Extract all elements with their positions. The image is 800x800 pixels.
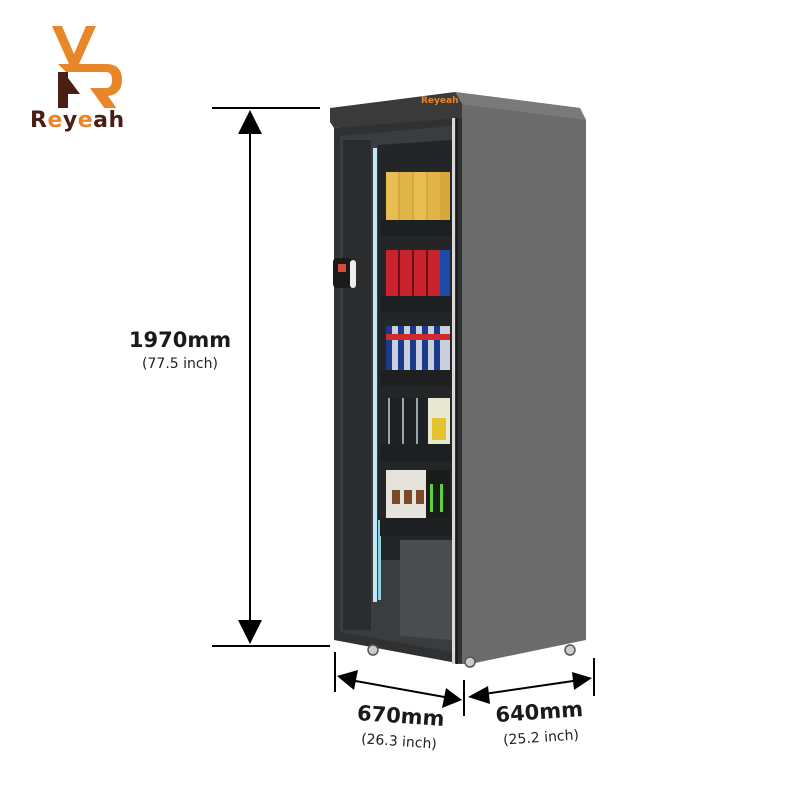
depth-dimension-line xyxy=(468,658,595,704)
depth-label: 640mm (25.2 inch) xyxy=(474,696,607,751)
logo-letter: y xyxy=(62,108,78,133)
height-mm: 1970mm xyxy=(128,328,232,352)
logo-mark-icon xyxy=(52,26,122,108)
shelf-1 xyxy=(380,172,452,236)
logo-wordmark: Reyeah xyxy=(30,108,125,133)
logo-letter: ah xyxy=(93,108,125,133)
cabinet: Reyeah xyxy=(330,92,586,668)
width-dimension-line xyxy=(334,652,465,716)
height-inch: (77.5 inch) xyxy=(142,356,218,372)
shelf-2 xyxy=(380,250,452,312)
shelf-5 xyxy=(380,470,452,536)
height-dimension-line xyxy=(212,107,330,647)
width-label: 670mm (26.3 inch) xyxy=(334,700,467,755)
logo-letter: e xyxy=(77,108,94,133)
caster-wheels xyxy=(367,644,576,668)
shelf-4 xyxy=(380,398,452,462)
shelf-3 xyxy=(380,326,452,386)
logo-letter: R xyxy=(30,108,48,133)
height-label: 1970mm (77.5 inch) xyxy=(110,328,250,372)
card-reader-icon xyxy=(333,258,356,288)
cabinet-badge: Reyeah xyxy=(421,96,459,106)
logo-letter: e xyxy=(47,108,63,133)
brand-logo xyxy=(22,18,142,138)
